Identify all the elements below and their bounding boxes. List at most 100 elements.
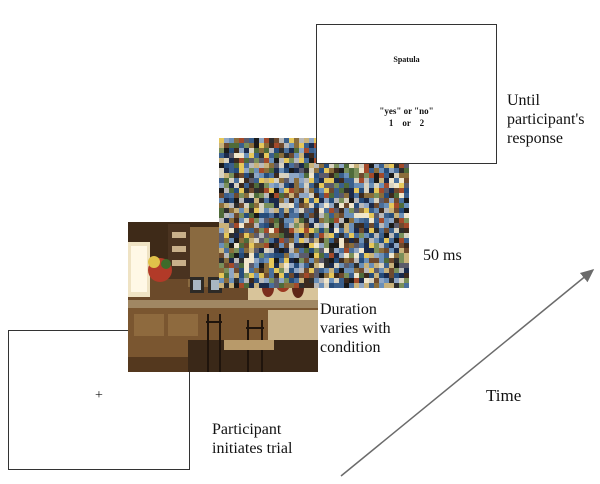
- mosaic-tile: [239, 273, 244, 278]
- mosaic-tile: [239, 233, 244, 238]
- mosaic-tile: [339, 243, 344, 248]
- mosaic-tile: [269, 188, 274, 193]
- mosaic-tile: [254, 243, 259, 248]
- mosaic-tile: [389, 248, 394, 253]
- mosaic-tile: [399, 213, 404, 218]
- mosaic-tile: [319, 208, 324, 213]
- mosaic-tile: [284, 198, 289, 203]
- mosaic-tile: [399, 253, 404, 258]
- mosaic-tile: [384, 233, 389, 238]
- mosaic-tile: [239, 158, 244, 163]
- mosaic-tile: [364, 208, 369, 213]
- mosaic-tile: [294, 173, 299, 178]
- mosaic-tile: [319, 178, 324, 183]
- mosaic-tile: [249, 238, 254, 243]
- mosaic-tile: [389, 278, 394, 283]
- response-options: "yes" or "no" 1 or 2: [317, 105, 496, 129]
- mosaic-tile: [239, 188, 244, 193]
- mosaic-tile: [254, 238, 259, 243]
- mosaic-tile: [399, 178, 404, 183]
- mosaic-tile: [264, 178, 269, 183]
- mosaic-tile: [379, 213, 384, 218]
- mosaic-tile: [289, 253, 294, 258]
- mosaic-tile: [359, 263, 364, 268]
- mosaic-tile: [319, 263, 324, 268]
- mosaic-tile: [379, 218, 384, 223]
- mosaic-tile: [229, 268, 234, 273]
- mosaic-tile: [399, 283, 404, 288]
- mosaic-tile: [299, 218, 304, 223]
- mosaic-tile: [339, 208, 344, 213]
- mosaic-tile: [234, 138, 239, 143]
- mosaic-tile: [299, 153, 304, 158]
- mosaic-tile: [314, 233, 319, 238]
- mosaic-tile: [349, 243, 354, 248]
- mosaic-tile: [284, 183, 289, 188]
- mosaic-tile: [234, 198, 239, 203]
- mosaic-tile: [229, 248, 234, 253]
- mosaic-tile: [374, 193, 379, 198]
- mosaic-tile: [374, 283, 379, 288]
- mosaic-tile: [254, 268, 259, 273]
- mosaic-tile: [349, 263, 354, 268]
- mosaic-tile: [294, 283, 299, 288]
- mosaic-tile: [259, 173, 264, 178]
- mosaic-tile: [314, 283, 319, 288]
- mosaic-tile: [329, 208, 334, 213]
- mosaic-tile: [279, 173, 284, 178]
- mosaic-tile: [254, 248, 259, 253]
- mosaic-tile: [264, 268, 269, 273]
- mosaic-tile: [239, 223, 244, 228]
- mosaic-tile: [394, 208, 399, 213]
- mosaic-tile: [344, 188, 349, 193]
- mosaic-tile: [364, 273, 369, 278]
- mosaic-tile: [234, 158, 239, 163]
- mosaic-tile: [374, 263, 379, 268]
- mosaic-tile: [309, 208, 314, 213]
- mosaic-tile: [314, 263, 319, 268]
- mosaic-tile: [284, 258, 289, 263]
- mosaic-tile: [259, 253, 264, 258]
- mosaic-tile: [229, 223, 234, 228]
- mosaic-tile: [229, 273, 234, 278]
- mosaic-tile: [274, 268, 279, 273]
- mosaic-tile: [224, 238, 229, 243]
- mosaic-tile: [219, 223, 224, 228]
- mosaic-tile: [329, 198, 334, 203]
- mosaic-tile: [264, 223, 269, 228]
- mosaic-tile: [359, 248, 364, 253]
- mosaic-tile: [359, 188, 364, 193]
- mosaic-tile: [339, 228, 344, 233]
- mosaic-tile: [384, 193, 389, 198]
- mosaic-tile: [229, 178, 234, 183]
- mosaic-tile: [314, 178, 319, 183]
- mosaic-tile: [309, 138, 314, 143]
- mosaic-tile: [299, 178, 304, 183]
- mosaic-tile: [264, 258, 269, 263]
- mosaic-tile: [369, 263, 374, 268]
- mosaic-tile: [294, 153, 299, 158]
- mosaic-tile: [299, 168, 304, 173]
- mosaic-tile: [284, 163, 289, 168]
- mosaic-tile: [374, 248, 379, 253]
- mosaic-tile: [289, 173, 294, 178]
- mosaic-tile: [244, 258, 249, 263]
- mosaic-tile: [249, 248, 254, 253]
- mosaic-tile: [319, 253, 324, 258]
- mosaic-tile: [294, 268, 299, 273]
- mosaic-tile: [254, 228, 259, 233]
- mosaic-tile: [354, 243, 359, 248]
- mosaic-tile: [264, 153, 269, 158]
- mosaic-tile: [399, 278, 404, 283]
- mosaic-tile: [274, 233, 279, 238]
- mosaic-tile: [284, 208, 289, 213]
- mosaic-tile: [309, 238, 314, 243]
- mosaic-tile: [249, 283, 254, 288]
- mosaic-tile: [304, 173, 309, 178]
- mosaic-tile: [304, 198, 309, 203]
- mosaic-tile: [324, 238, 329, 243]
- mosaic-tile: [269, 263, 274, 268]
- mosaic-tile: [334, 258, 339, 263]
- mosaic-tile: [404, 183, 409, 188]
- mosaic-tile: [379, 278, 384, 283]
